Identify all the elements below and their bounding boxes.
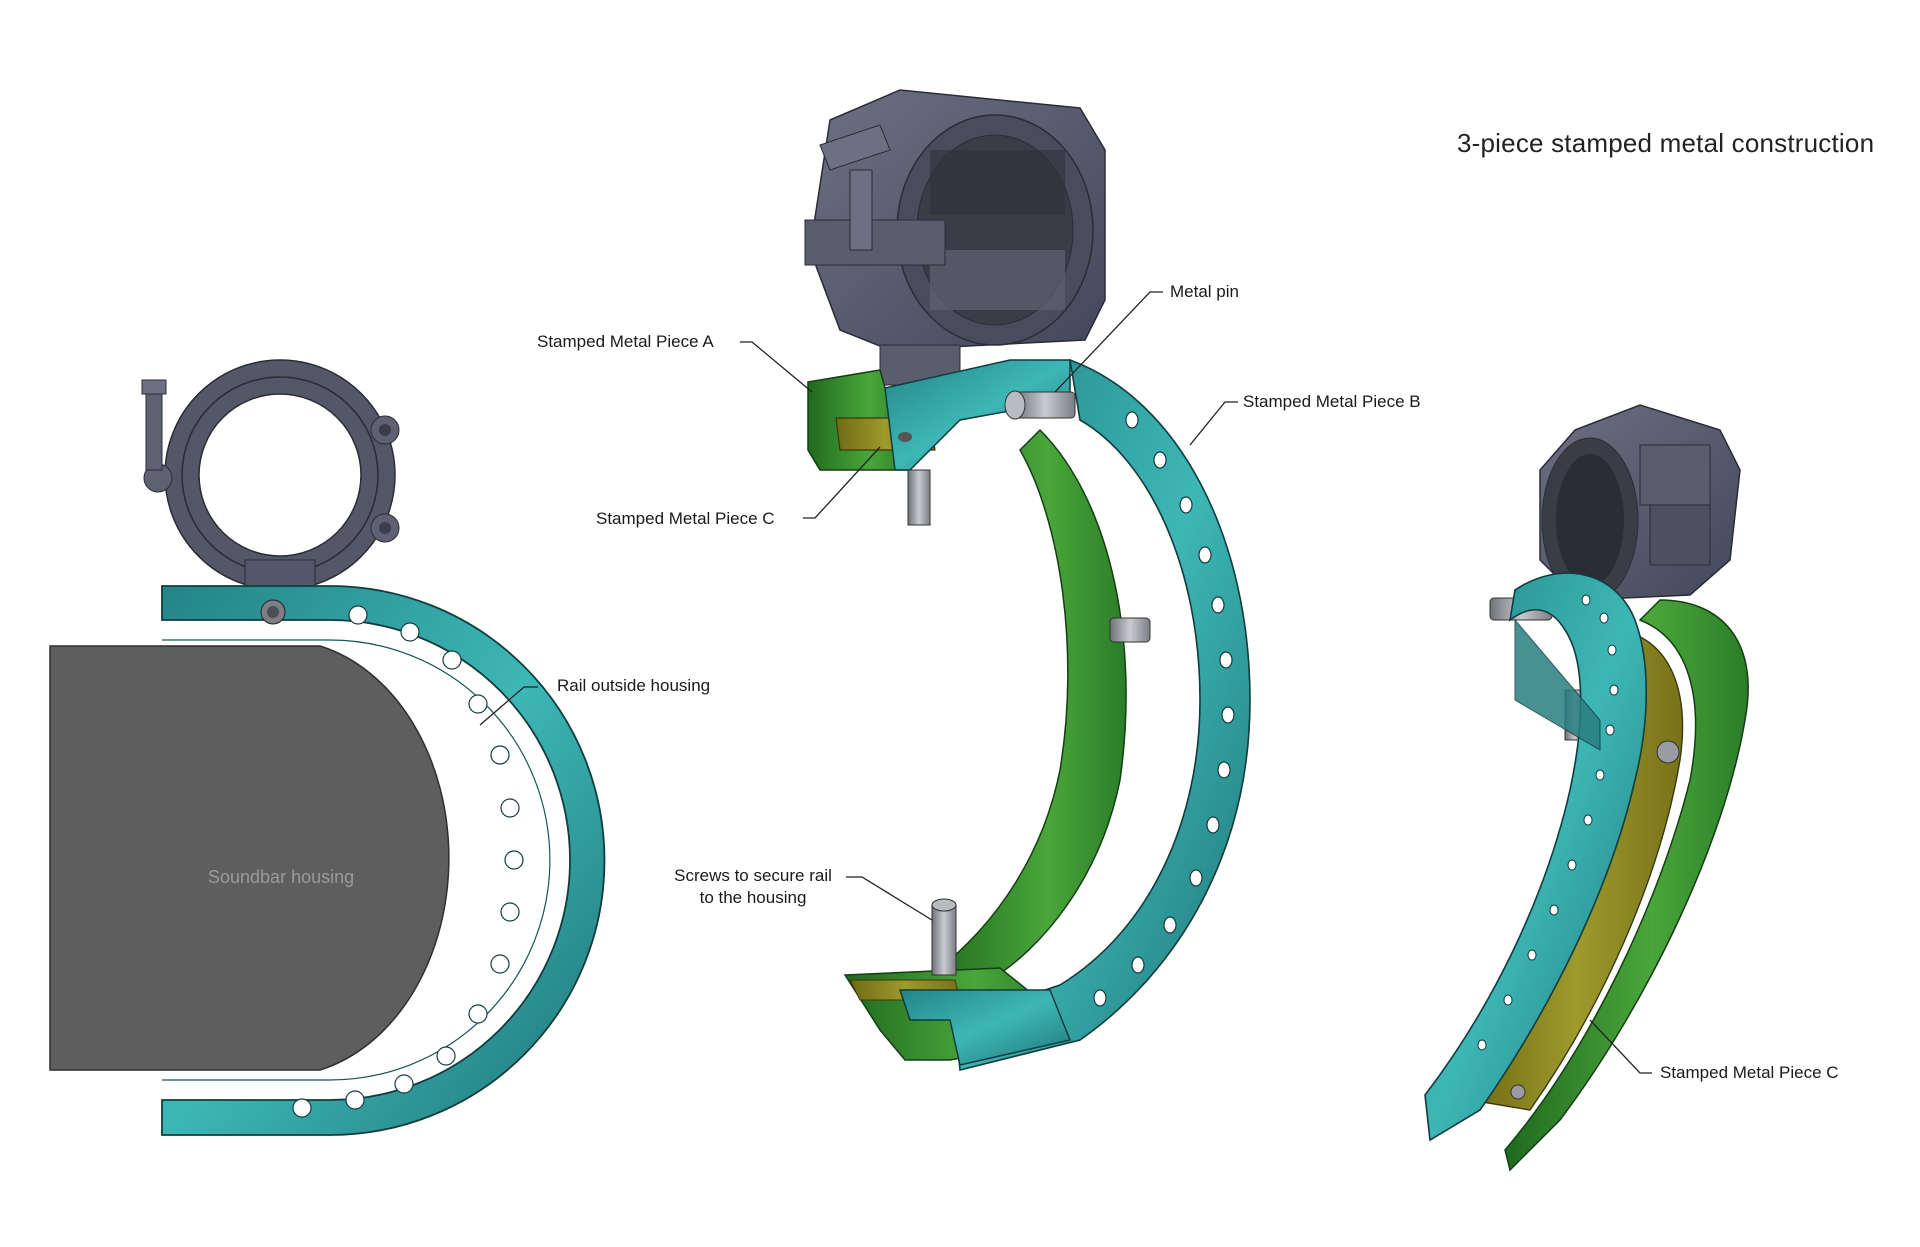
label-stamped-metal-piece-b: Stamped Metal Piece B <box>1243 392 1421 411</box>
label-screws-line1: Screws to secure rail <box>674 866 832 885</box>
leader-piece-a <box>740 341 813 393</box>
label-stamped-metal-piece-a: Stamped Metal Piece A <box>537 332 714 351</box>
left-clamp <box>141 359 400 591</box>
label-stamped-metal-piece-c-right: Stamped Metal Piece C <box>1660 1063 1839 1082</box>
middle-metal-pin <box>1004 390 1076 420</box>
label-stamped-metal-piece-c-top: Stamped Metal Piece C <box>596 509 775 528</box>
label-screws: Screws to secure rail to the housing <box>660 865 846 909</box>
soundbar-housing <box>49 645 450 1071</box>
leader-piece-b <box>1189 401 1238 446</box>
leader-lines <box>479 291 1652 1074</box>
middle-side-pin <box>1109 617 1151 643</box>
leader-rail-outside <box>479 686 538 726</box>
leader-screws <box>846 876 933 921</box>
label-rail-outside-housing: Rail outside housing <box>557 676 711 695</box>
middle-teal-arc <box>954 358 1251 1072</box>
left-rail <box>161 585 606 1136</box>
leader-metal-pin <box>1054 291 1163 393</box>
label-soundbar-housing: Soundbar housing <box>208 867 355 887</box>
middle-top-bracket <box>807 359 1071 526</box>
label-screws-line2: to the housing <box>699 888 807 907</box>
diagram-title: 3-piece stamped metal construction <box>1457 128 1875 158</box>
middle-assembly <box>804 89 1251 1072</box>
middle-clamp <box>804 89 1106 386</box>
label-metal-pin: Metal pin <box>1170 282 1239 301</box>
right-green-arc <box>1504 599 1749 1172</box>
middle-green-arc <box>927 428 1127 981</box>
left-assembly <box>49 359 606 1136</box>
leader-piece-c-right <box>1589 1019 1652 1074</box>
leader-piece-c-top <box>803 446 881 519</box>
right-assembly <box>1424 404 1749 1172</box>
right-clamp <box>1539 404 1741 603</box>
right-rail-holes <box>1477 594 1619 1051</box>
middle-rail-holes <box>1045 411 1235 1027</box>
right-hex-bolt <box>1656 740 1680 764</box>
middle-bottom-bracket <box>843 898 1072 1066</box>
